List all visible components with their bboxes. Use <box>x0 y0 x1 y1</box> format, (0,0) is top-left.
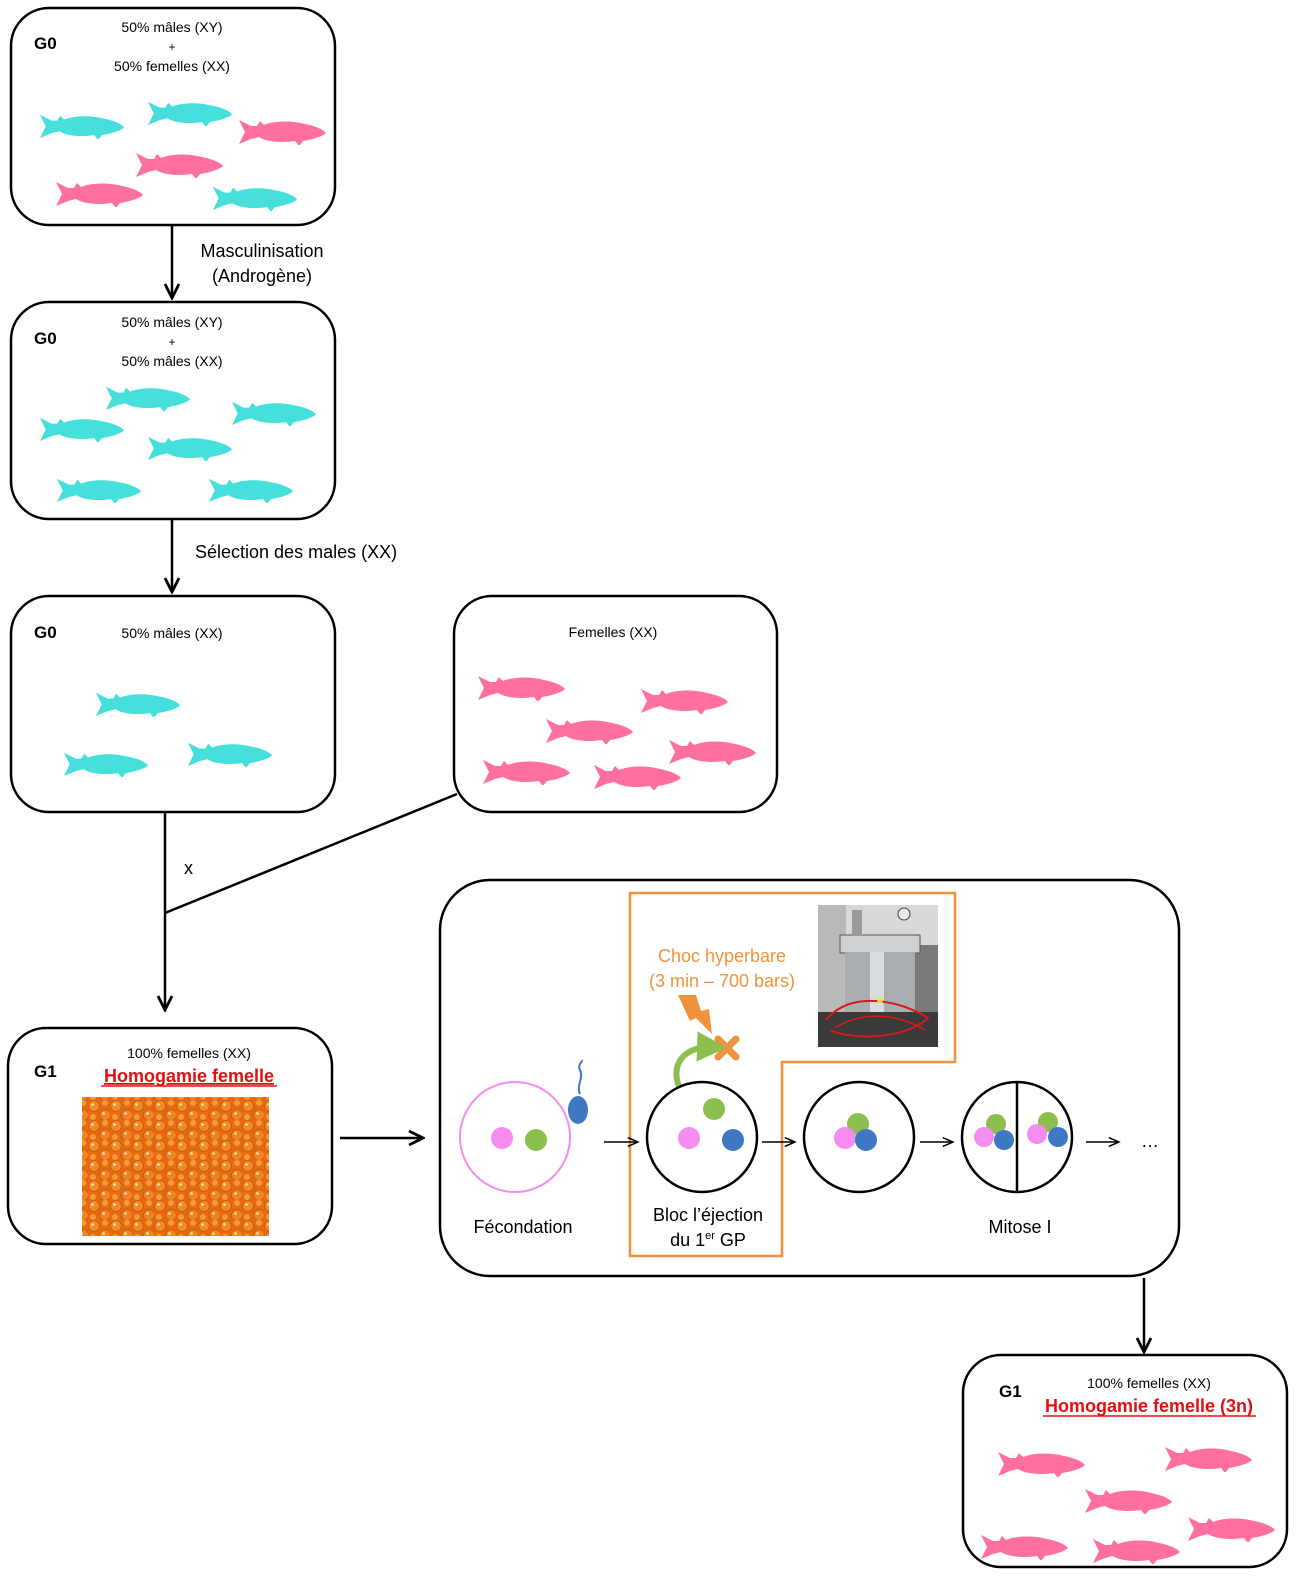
composition-line-2: 50% femelles (XX) <box>114 58 230 74</box>
composition-line-1: 50% mâles (XX) <box>121 625 222 641</box>
composition-line-2: 50% mâles (XX) <box>121 353 222 369</box>
composition-line-1: 50% mâles (XY) <box>121 314 222 330</box>
plus-sign: + <box>168 40 175 54</box>
sperm-icon <box>568 1096 588 1124</box>
continuation-ellipsis: … <box>1141 1131 1159 1151</box>
arrow-label-line-2: (Androgène) <box>212 266 312 286</box>
arrow-masculinisation: Masculinisation (Androgène) <box>172 226 324 298</box>
arrow-selection: Sélection des males (XX) <box>172 520 397 592</box>
hyperbaric-shock-frame <box>628 891 957 1258</box>
step-label-fecondation: Fécondation <box>473 1217 572 1237</box>
cell-bloc-ejection: Bloc l’éjection du 1er GP <box>645 1080 763 1250</box>
triploidisation-process-box: Choc hyperbare (3 min – 700 bars) <box>438 878 1181 1278</box>
generation-label: G0 <box>34 34 57 53</box>
cell-fecondation: Fécondation <box>459 1059 588 1237</box>
cross-connector: x <box>165 792 458 1010</box>
step-label-bloc-line-1: Bloc l’éjection <box>653 1205 763 1225</box>
composition-line-1: 100% femelles (XX) <box>1087 1375 1211 1391</box>
cell-mitose: Mitose I <box>960 1080 1074 1237</box>
shock-label-line-1: Choc hyperbare <box>658 946 786 966</box>
sperm-tail <box>577 1059 584 1095</box>
composition-line-1: 100% femelles (XX) <box>127 1045 251 1061</box>
box-g1-diploid: G1 100% femelles (XX) Homogamie femelle <box>6 1026 334 1246</box>
plus-sign: + <box>168 335 175 349</box>
generation-label: G1 <box>34 1062 57 1081</box>
cross-symbol: x <box>184 858 193 878</box>
generation-label: G0 <box>34 329 57 348</box>
fish-eggs-photo <box>82 1097 269 1236</box>
arrow-label-line-1: Masculinisation <box>200 241 323 261</box>
composition-line-1: 50% mâles (XY) <box>121 19 222 35</box>
shock-label-line-2: (3 min – 700 bars) <box>649 971 795 991</box>
homogamie-label: Homogamie femelle <box>104 1066 274 1086</box>
green-pronucleus <box>525 1129 547 1151</box>
generation-label: G1 <box>999 1382 1022 1401</box>
cell-triploid-zygote <box>802 1080 916 1194</box>
step-label-mitose: Mitose I <box>988 1217 1051 1237</box>
lightning-icon <box>678 995 712 1034</box>
generation-label: G0 <box>34 623 57 642</box>
homogamie-label: Homogamie femelle (3n) <box>1045 1396 1253 1416</box>
arrow-label: Sélection des males (XX) <box>195 542 397 562</box>
box-g0-initial: G0 50% mâles (XY) + 50% femelles (XX) <box>9 6 337 227</box>
composition-line-1: Femelles (XX) <box>569 624 658 640</box>
box-g0-xx-males: G0 50% mâles (XX) <box>9 594 337 814</box>
box-females: Femelles (XX) <box>452 594 779 814</box>
pink-pronucleus <box>491 1127 513 1149</box>
box-g1-triploid: G1 100% femelles (XX) Homogamie femelle … <box>961 1353 1289 1569</box>
step-label-bloc-line-2: du 1er GP <box>670 1230 746 1250</box>
pressure-chamber-photo <box>818 905 938 1047</box>
box-g0-masculinised: G0 50% mâles (XY) + 50% mâles (XX) <box>9 300 337 521</box>
